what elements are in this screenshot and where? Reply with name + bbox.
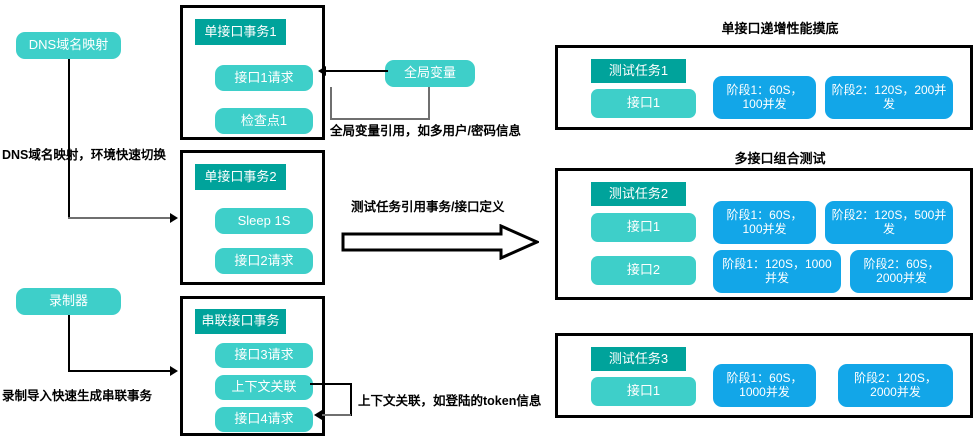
recorder-connector-vertical (68, 315, 70, 371)
section-1-row-1-interface[interactable]: 接口1 (591, 89, 696, 118)
section-2-row-1-phase-2-label: 阶段2：120S，500并发 (831, 207, 947, 236)
transaction-2-step-2[interactable]: 接口2请求 (215, 248, 313, 274)
transaction-serial-step-3-label: 接口4请求 (234, 411, 294, 427)
transaction-1-frame[interactable]: 单接口事务1 接口1请求 检查点1 (180, 5, 325, 140)
section-3-row-1-phase-2-label: 阶段2：120S，2000并发 (854, 370, 937, 399)
transaction-2-step-1[interactable]: Sleep 1S (215, 208, 313, 234)
transaction-serial-step-2[interactable]: 上下文关联 (215, 375, 313, 400)
global-variable-connector-arrow-icon (318, 66, 326, 76)
big-arrow-note-label: 测试任务引用事务/接口定义 (351, 200, 505, 214)
transaction-serial-step-1[interactable]: 接口3请求 (215, 343, 313, 368)
transaction-1-step-2[interactable]: 检查点1 (215, 108, 313, 134)
section-2-row-1-phase-2[interactable]: 阶段2：120S，500并发 (825, 201, 953, 244)
section-3-row-1-phase-2[interactable]: 阶段2：120S，2000并发 (838, 364, 953, 407)
transaction-1-step-2-label: 检查点1 (240, 112, 288, 128)
section-2-row-2-phase-1[interactable]: 阶段1：120S，1000并发 (713, 250, 841, 293)
section-1-row-1-phase-2[interactable]: 阶段2：120S，200并发 (825, 76, 953, 119)
reference-flow-arrow-icon (341, 224, 539, 260)
section-1-frame[interactable]: 测试任务1 接口1 阶段1：60S，100并发 阶段2：120S，200并发 (555, 45, 973, 130)
transaction-serial-step-2-label: 上下文关联 (231, 379, 297, 395)
section-2-row-2-phase-2-label: 阶段2：60S，2000并发 (863, 256, 940, 285)
transaction-serial-step-1-label: 接口3请求 (234, 347, 294, 363)
transaction-2-step-2-label: 接口2请求 (234, 252, 294, 268)
section-2-task-label: 测试任务2 (608, 185, 669, 201)
dns-connector-horizontal (68, 217, 172, 219)
transaction-2-header: 单接口事务2 (195, 164, 286, 190)
section-3-row-1-phase-1-label: 阶段1：60S，1000并发 (726, 370, 803, 399)
section-1-row-1-phase-2-label: 阶段2：120S，200并发 (831, 82, 947, 111)
transaction-serial-frame[interactable]: 串联接口事务 接口3请求 上下文关联 接口4请求 (180, 296, 325, 436)
transaction-serial-header-label: 串联接口事务 (201, 313, 280, 329)
dns-connector-vertical (68, 59, 70, 218)
section-1-task-label: 测试任务1 (608, 62, 669, 78)
recorder-connector-arrow-icon (170, 366, 178, 376)
global-variable-label: 全局变量 (403, 65, 456, 81)
section-2-row-2-phase-2[interactable]: 阶段2：60S，2000并发 (850, 250, 953, 293)
global-variable-connector-down (428, 87, 430, 120)
context-loop-arrow-icon (314, 410, 322, 420)
section-2-frame[interactable]: 测试任务2 接口1 阶段1：60S，100并发 阶段2：120S，500并发 接… (555, 168, 973, 300)
section-2-row-1-interface-label: 接口1 (626, 219, 661, 235)
section-1-row-1-interface-label: 接口1 (626, 95, 661, 111)
global-variable-connector-top (326, 70, 388, 72)
recorder-label: 录制器 (48, 293, 88, 309)
section-1-task-badge: 测试任务1 (591, 59, 686, 83)
section-3-row-1-interface-label: 接口1 (626, 383, 661, 399)
section-2-row-2-phase-1-label: 阶段1：120S，1000并发 (722, 256, 832, 285)
dns-mapping-box[interactable]: DNS域名映射 (16, 32, 121, 59)
section-2-task-badge: 测试任务2 (591, 182, 686, 206)
section-2-title: 多接口组合测试 (734, 151, 826, 166)
context-loop-bottom (322, 414, 351, 416)
section-3-task-label: 测试任务3 (608, 350, 669, 366)
section-2-row-2-interface-label: 接口2 (626, 262, 661, 278)
global-variable-box[interactable]: 全局变量 (385, 60, 475, 87)
context-note-label: 上下文关联，如登陆的token信息 (358, 394, 542, 408)
recorder-connector-horizontal (68, 370, 172, 372)
transaction-1-header-label: 单接口事务1 (204, 23, 277, 39)
section-1-row-1-phase-1[interactable]: 阶段1：60S，100并发 (713, 76, 816, 119)
dns-mapping-label: DNS域名映射 (28, 37, 109, 53)
context-loop-side (350, 383, 352, 416)
section-3-row-1-phase-1[interactable]: 阶段1：60S，1000并发 (713, 364, 816, 407)
dns-note-label: DNS域名映射，环境快速切换 (2, 148, 166, 162)
transaction-1-step-1[interactable]: 接口1请求 (215, 65, 313, 91)
transaction-1-step-1-label: 接口1请求 (234, 69, 294, 85)
section-3-task-badge: 测试任务3 (591, 347, 686, 371)
dns-connector-arrow-icon (170, 213, 178, 223)
transaction-1-header: 单接口事务1 (195, 19, 286, 45)
global-variable-connector-bottom (330, 118, 430, 120)
section-1-row-1-phase-1-label: 阶段1：60S，100并发 (726, 82, 803, 111)
section-2-row-1-phase-1-label: 阶段1：60S，100并发 (726, 207, 803, 236)
global-variable-note-label: 全局变量引用，如多用户/密码信息 (330, 124, 521, 138)
transaction-serial-step-3[interactable]: 接口4请求 (215, 407, 313, 432)
section-2-row-1-phase-1[interactable]: 阶段1：60S，100并发 (713, 201, 816, 244)
section-2-row-2-interface[interactable]: 接口2 (591, 256, 696, 285)
recorder-note-label: 录制导入快速生成串联事务 (2, 389, 153, 403)
transaction-2-header-label: 单接口事务2 (204, 168, 277, 184)
transaction-serial-header: 串联接口事务 (195, 309, 286, 334)
section-3-row-1-interface[interactable]: 接口1 (591, 377, 696, 406)
section-1-title: 单接口递增性能摸底 (721, 21, 839, 36)
section-2-row-1-interface[interactable]: 接口1 (591, 213, 696, 242)
section-3-frame[interactable]: 测试任务3 接口1 阶段1：60S，1000并发 阶段2：120S，2000并发 (555, 333, 973, 418)
context-loop-top (310, 383, 352, 385)
transaction-2-step-1-label: Sleep 1S (237, 212, 291, 228)
recorder-box[interactable]: 录制器 (16, 288, 121, 315)
transaction-2-frame[interactable]: 单接口事务2 Sleep 1S 接口2请求 (180, 150, 325, 285)
global-variable-connector-vertical (330, 87, 332, 120)
